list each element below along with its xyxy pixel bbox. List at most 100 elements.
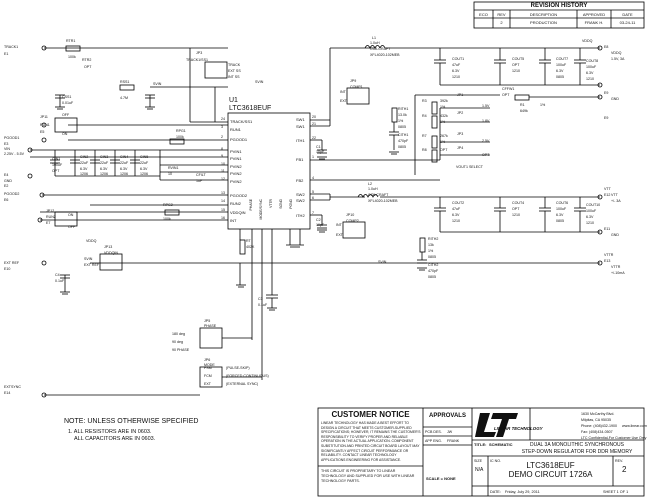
schematic-label: PGOOD1 — [4, 136, 20, 140]
revision-header: APPROVED — [582, 12, 606, 17]
revision-header: REV — [497, 12, 506, 17]
schematic-label: PHASE — [204, 324, 217, 328]
schematic-label: 6.3V — [556, 69, 564, 73]
schematic-label: RSS1 — [120, 80, 130, 84]
ic-pin-name: SW2 — [296, 198, 305, 203]
jumper-jp10 — [342, 221, 366, 239]
schematic-label: C4 — [55, 273, 60, 277]
size-value: N/A — [475, 467, 484, 473]
schematic-label: E7 — [46, 221, 51, 225]
ic-pin-number: 22 — [312, 136, 316, 140]
schematic-label: 0805 — [428, 275, 436, 279]
schematic-label: RITH1 — [398, 107, 409, 111]
schematic-label: 100uF — [52, 163, 63, 167]
schematic-label: COUT4 — [512, 201, 525, 205]
company-logo-text: LINEAR TECHNOLOGY — [494, 426, 543, 431]
schematic-label: CIN2 — [80, 155, 89, 159]
ic-pin-name: RUN1 — [230, 127, 241, 132]
schematic-label: TRACK — [228, 63, 241, 67]
app-eng-label: APP ENG. — [425, 439, 442, 443]
date-label: DATE: — [490, 490, 501, 494]
schematic-label: 0805 — [398, 125, 406, 129]
schematic-label: 1206 — [100, 172, 108, 176]
schematic-label: ON — [68, 213, 74, 217]
schematic-label: OPT — [52, 169, 60, 173]
ic-pin-name: PVIN2 — [230, 171, 242, 176]
schematic-label: C1 — [316, 145, 321, 149]
schematic-label: COUT6 — [556, 201, 569, 205]
schematic-label: C3 — [258, 297, 263, 301]
ic-bottom-pin: SGND — [279, 199, 283, 209]
approvals-title: APPROVALS — [429, 413, 466, 419]
schematic-label: OPT — [84, 65, 92, 69]
schematic-label: 1% — [398, 119, 404, 123]
ic-pin-number: 6 — [312, 196, 314, 200]
schematic-label: VDDQ — [611, 51, 622, 55]
schematic-label: VDDQ — [86, 239, 97, 243]
schematic-label: 6.3V — [120, 167, 128, 171]
schematic-label: RVIN1 — [168, 166, 179, 170]
schematic-label: GND — [4, 179, 12, 183]
schematic-label: CIN4 — [120, 155, 129, 159]
schematic-label: XFL4020-102MEB — [368, 199, 398, 203]
ic-pin-name: ITH2 — [296, 213, 305, 218]
ic-ref: U1 — [229, 97, 238, 104]
ic-pin-number: 15 — [221, 208, 225, 212]
schematic-label: VIN — [4, 147, 10, 151]
schematic-label: 1% — [428, 249, 434, 253]
schematic-label: 470pF — [398, 139, 409, 143]
schematic-label: 1210 — [586, 221, 594, 225]
ic-pin-name: RUN2 — [230, 201, 241, 206]
ic-part-number: LTC3618EUF — [229, 105, 272, 112]
title-label: TITLE: — [474, 442, 487, 447]
ic-pin-number: 14 — [221, 199, 225, 203]
schematic-label: TRACK1 — [4, 45, 19, 49]
schematic-label: COUT2 — [452, 201, 465, 205]
schematic-label: JP11 — [40, 115, 48, 119]
ic-pin-number: 24 — [221, 117, 225, 121]
jumper-jp9 — [346, 87, 370, 105]
schematic-label: E9 — [604, 116, 609, 120]
schematic-label: E13 — [604, 259, 611, 263]
schematic-label: 100k — [68, 55, 76, 59]
title-value: SCHEMATIC — [489, 442, 513, 447]
schematic-label: PSM — [204, 366, 212, 370]
ic-pin-number: 7 — [312, 211, 314, 215]
schematic-label: 2.5V — [482, 139, 490, 143]
schematic-label: 2.25V - 5.5V — [4, 152, 24, 156]
date-value: Friday, July 29, 2011 — [505, 490, 540, 494]
schematic-label: 1.0uH — [370, 41, 380, 45]
schematic-label: E8 — [604, 45, 609, 49]
demo-circuit: DEMO CIRCUIT 1726A — [508, 470, 593, 479]
schematic-label: SVIN — [255, 80, 264, 84]
ic-pin-number: 11 — [221, 169, 225, 173]
schematic-label: JP1 — [457, 93, 464, 97]
schematic-label: 13k — [428, 243, 434, 247]
ic-pin-name: SW1 — [296, 124, 305, 129]
ic-pin-name: FB1 — [296, 157, 304, 162]
schematic-label: CFFW1 — [502, 87, 515, 91]
schematic-label: JP13 — [104, 245, 113, 249]
schematic-label: 1210 — [586, 77, 594, 81]
schematic-label: EXT — [336, 233, 343, 237]
schematic-label: (FORCED CONTINUOUS) — [226, 374, 269, 378]
schematic-label: ON — [62, 132, 68, 136]
company-address-line: Milpitas, CA 95035 — [581, 418, 611, 422]
schematic-label: GND — [611, 97, 619, 101]
schematic-label: 1% — [440, 105, 446, 109]
schematic-label: CIN3 — [100, 155, 109, 159]
schematic-label: L2 — [368, 182, 372, 186]
schematic-label: 4.7M — [120, 96, 128, 100]
schematic-label: EXT — [204, 382, 211, 386]
rev-value: 2 — [622, 465, 627, 474]
schematic-label: E2 — [4, 184, 9, 188]
ic-pin-name: PVIN2 — [230, 179, 242, 184]
schematic-label: 22uF — [120, 161, 129, 165]
ic-bottom-pin: PGND — [289, 199, 293, 209]
schematic-label: MODE — [204, 363, 215, 367]
schematic-label: C2 — [316, 218, 321, 222]
schematic-label: 13.0k — [398, 113, 407, 117]
schematic-label: 90 deg — [172, 340, 183, 344]
schematic-label: 1% — [540, 103, 546, 107]
